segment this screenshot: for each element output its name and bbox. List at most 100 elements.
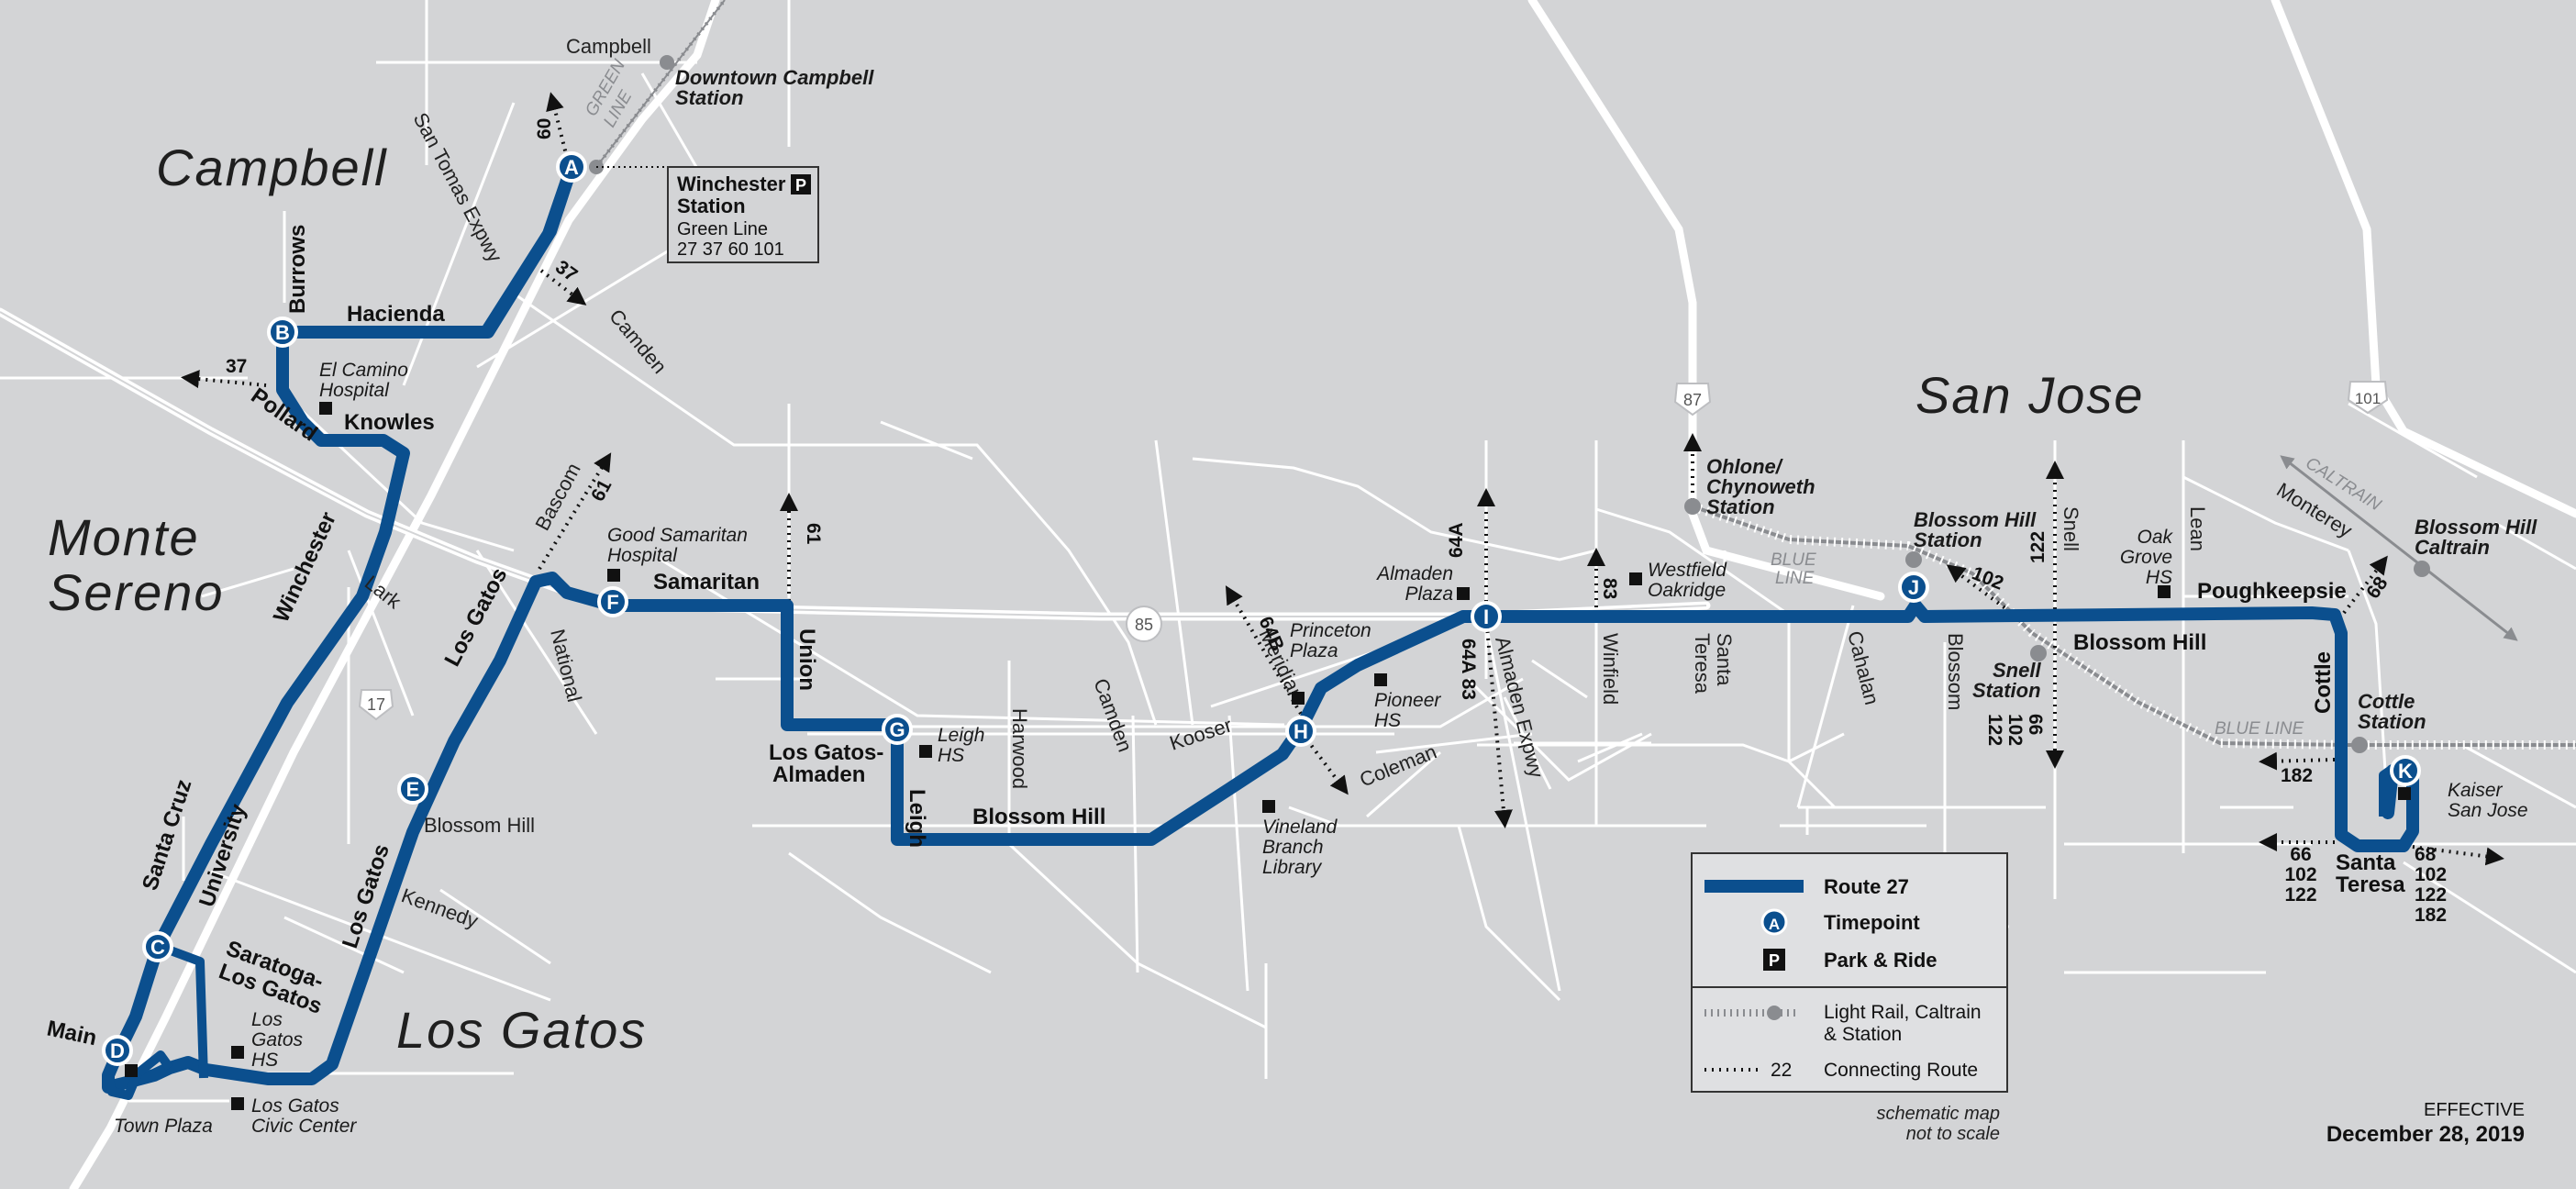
cottle-station-dot — [2351, 737, 2368, 753]
poi-kaiser-2: San Jose — [2448, 800, 2528, 821]
legend-box — [1691, 852, 2008, 1093]
street-camden-north: Camden — [605, 305, 672, 378]
timepoint-k-label: K — [2398, 760, 2413, 783]
legend-rail-2: & Station — [1824, 1024, 1902, 1045]
station-ohlone-2: Chynoweth — [1706, 475, 1815, 498]
legend-park-icon — [1763, 949, 1785, 971]
conn-182: 182 — [2281, 765, 2313, 786]
station-labels: Downtown Campbell Station Ohlone/ Chynow… — [675, 66, 2537, 733]
note-effective-label: EFFECTIVE — [2424, 1100, 2525, 1120]
poi-princeton-2: Plaza — [1290, 640, 1338, 661]
poi-kaiser-1: Kaiser — [2448, 780, 2504, 801]
legend-conn-num: 22 — [1771, 1060, 1792, 1081]
street-samaritan: Samaritan — [653, 570, 760, 594]
street-santa-teresa-line1: Santa — [1713, 633, 1736, 686]
winchester-park-icon — [791, 174, 811, 194]
rail-lines — [594, 0, 2576, 750]
street-san-tomas-expwy: San Tomas Expwy — [409, 109, 507, 266]
poi-lg-hs-1: Los — [251, 1009, 283, 1030]
street-blossom-hill-west: Blossom Hill — [972, 805, 1105, 829]
street-blossom-hill-west: Blossom Hill — [424, 814, 535, 837]
winchester-park-letter: P — [795, 176, 806, 194]
city-los-gatos: Los Gatos — [396, 1001, 647, 1059]
conn-66: 66 — [2025, 714, 2046, 735]
poi-el-camino-1: El Camino — [319, 360, 408, 381]
conn-83: 83 — [1599, 578, 1620, 599]
city-labels: Campbell San Jose Monte Sereno Los Gatos — [48, 139, 2145, 1059]
conn-se-68: 68 — [2415, 844, 2437, 865]
poi-oak-grove-1: Oak — [2137, 527, 2173, 548]
route-street-labels: Burrows Hacienda Knowles Pollard Winches… — [45, 225, 2406, 1051]
street-camden-south: Camden — [1089, 675, 1137, 755]
timepoint-f-marker — [597, 586, 628, 617]
poi-el-camino-2: Hospital — [319, 380, 390, 401]
street-union: Union — [794, 628, 819, 691]
timepoint-i-marker — [1471, 601, 1502, 632]
city-monte-sereno-line2: Sereno — [48, 563, 225, 621]
conn-64a-north: 64A — [1446, 522, 1467, 558]
highway-87-shield: 87 — [1673, 383, 1712, 417]
legend-route: Route 27 — [1824, 875, 1909, 898]
street-burrows: Burrows — [285, 225, 310, 314]
conn-37-west: 37 — [226, 356, 247, 377]
street-bascom: Bascom — [530, 459, 584, 534]
timepoint-g-label: G — [889, 718, 905, 741]
poi-oak-grove-2: Grove — [2120, 547, 2172, 568]
street-grid — [0, 0, 2576, 1103]
conn-61-union: 61 — [803, 523, 824, 545]
poi-almaden-plaza-2: Plaza — [1405, 583, 1453, 605]
notes: schematic map not to scale EFFECTIVE Dec… — [1877, 1100, 2526, 1147]
timepoint-k-marker — [2390, 755, 2421, 786]
timepoint-f-label: F — [606, 591, 618, 614]
street-main: Main — [45, 1016, 99, 1050]
poi-lg-hs-2: Gatos — [251, 1029, 304, 1050]
rail-blue-line-1: BLUE — [1771, 550, 1816, 570]
winchester-line: Green Line — [677, 219, 768, 239]
street-los-gatos-almaden-line1: Los Gatos- — [769, 740, 883, 765]
poi-westfield-1: Westfield — [1648, 560, 1727, 581]
street-poughkeepsie: Poughkeepsie — [2197, 579, 2347, 604]
highway-85-shield: 85 — [1126, 606, 1162, 642]
station-downtown-campbell-1: Downtown Campbell — [675, 66, 874, 89]
conn-se-102: 102 — [2415, 864, 2447, 885]
poi-vineland-2: Branch — [1262, 837, 1324, 858]
legend-timepoint-icon — [1760, 908, 1788, 936]
timepoint-c-marker — [142, 931, 173, 962]
poi-vineland-3: Library — [1262, 857, 1323, 878]
conn-64a-83: 64A 83 — [1458, 639, 1479, 700]
timepoint-j-marker — [1898, 572, 1929, 603]
poi-vineland-1: Vineland — [1262, 817, 1338, 838]
conn-37-east: 37 — [551, 256, 581, 285]
poi-pioneer-1: Pioneer — [1374, 690, 1441, 711]
street-lean: Lean — [2186, 506, 2209, 551]
timepoint-c-label: C — [150, 936, 165, 959]
legend-timepoint: Timepoint — [1824, 911, 1920, 934]
street-leigh: Leigh — [905, 789, 929, 848]
timepoint-a-label: A — [564, 156, 579, 179]
street-campbell: Campbell — [566, 35, 651, 58]
legend-timepoint-sample: A — [1769, 916, 1780, 933]
timepoint-i-label: I — [1483, 606, 1489, 628]
conn-102: 102 — [1969, 562, 2006, 594]
timepoint-j-label: J — [1908, 576, 1919, 599]
timepoint-a-marker — [556, 151, 587, 183]
station-downtown-campbell-2: Station — [675, 86, 744, 109]
poi-princeton-1: Princeton — [1290, 620, 1371, 641]
station-blossom-hill-1: Blossom Hill — [1914, 508, 2037, 531]
conn-st-102: 102 — [2284, 864, 2316, 885]
legend: Route 27 A Timepoint P Park & Ride Light… — [1691, 852, 2008, 1093]
highway-101-shield: 101 — [2347, 381, 2389, 415]
street-blossom-hill-east: Blossom Hill — [2073, 630, 2206, 655]
note-schematic-2: not to scale — [1906, 1124, 2000, 1144]
street-snell: Snell — [2060, 506, 2082, 551]
rail-blue-line-2: LINE — [1775, 569, 1815, 588]
note-schematic-1: schematic map — [1877, 1104, 2001, 1124]
poi-westfield-2: Oakridge — [1648, 580, 1726, 601]
street-cahalan: Cahalan — [1843, 628, 1883, 707]
winchester-title-2: Station — [677, 194, 746, 217]
winchester-title-1: Winchester — [677, 172, 786, 195]
legend-park-sample: P — [1769, 951, 1780, 970]
city-san-jose: San Jose — [1915, 366, 2145, 424]
downtown-campbell-station-dot — [660, 55, 674, 70]
